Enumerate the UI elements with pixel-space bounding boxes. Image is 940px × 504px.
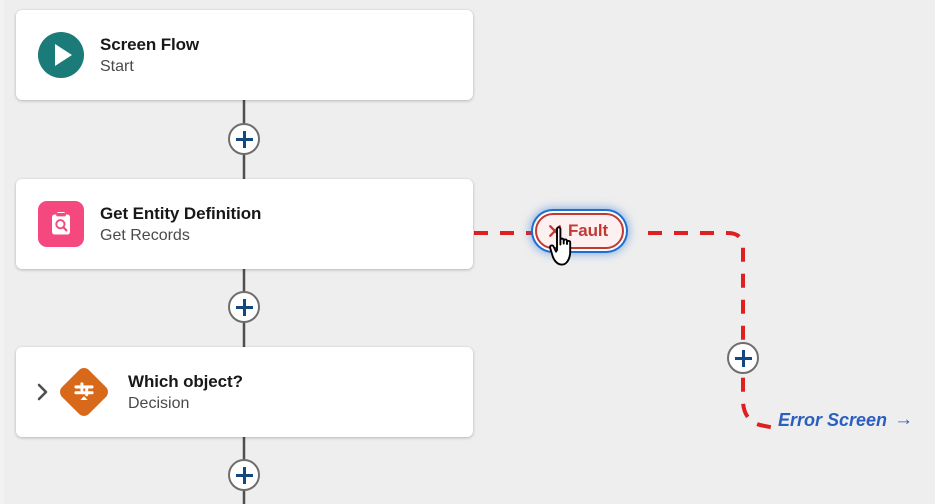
error-screen-link[interactable]: Error Screen → — [778, 409, 913, 431]
fault-label: Fault — [568, 221, 609, 240]
flow-node-title: Screen Flow — [100, 34, 200, 54]
add-element-button-on-fault-path[interactable] — [727, 342, 759, 374]
flow-node-which-object[interactable]: Which object? Decision — [16, 347, 473, 437]
arrow-right-icon: → — [894, 409, 914, 430]
clipboard-search-icon — [38, 201, 84, 247]
decision-diamond-icon — [56, 364, 112, 420]
flow-node-title: Which object? — [128, 371, 243, 391]
flow-node-subtitle: Get Records — [100, 226, 190, 244]
flow-node-text: Screen Flow Start — [100, 35, 199, 76]
fault-connector-right-segment — [648, 231, 776, 430]
add-element-button-after-start[interactable] — [228, 123, 260, 155]
add-element-button-after-get-records[interactable] — [228, 291, 260, 323]
flow-node-subtitle: Decision — [128, 394, 190, 412]
error-screen-link-label: Error Screen — [778, 409, 888, 430]
flow-node-get-entity-definition[interactable]: Get Entity Definition Get Records — [16, 179, 473, 269]
fault-connector-badge[interactable]: Fault — [535, 213, 625, 249]
canvas-left-edge — [0, 0, 4, 504]
canvas-right-edge — [935, 0, 940, 504]
flow-node-text: Which object? Decision — [128, 372, 243, 413]
flow-node-subtitle: Start — [100, 57, 134, 75]
play-circle-icon — [38, 32, 84, 78]
flow-node-title: Get Entity Definition — [100, 203, 262, 223]
flow-node-text: Get Entity Definition Get Records — [100, 204, 261, 245]
add-element-button-after-decision[interactable] — [228, 459, 260, 491]
flow-node-start[interactable]: Screen Flow Start — [16, 10, 473, 100]
chevron-right-icon[interactable] — [30, 381, 56, 403]
close-x-icon[interactable] — [547, 223, 563, 239]
